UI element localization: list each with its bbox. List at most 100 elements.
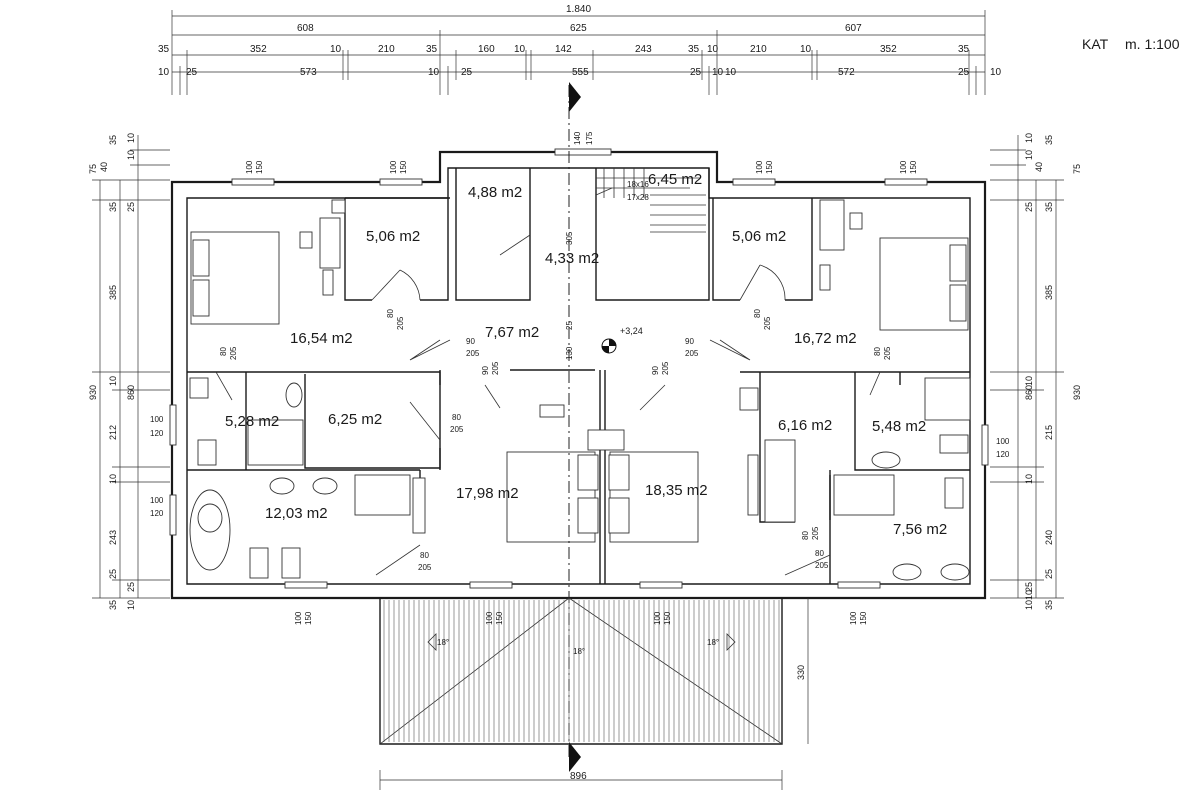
- win-label-h: 150: [909, 160, 918, 174]
- win-label-h: 150: [663, 611, 672, 625]
- dim-r4-4: 25: [461, 67, 473, 78]
- dim-130: 130: [565, 346, 574, 360]
- bath-win-h: 120: [996, 450, 1010, 459]
- dim-r4-2: 573: [300, 67, 317, 78]
- dim-r3-2: 10: [330, 44, 342, 55]
- dim-left-35b: 35: [108, 202, 118, 212]
- room-area-hall-upper: 4,33 m2: [545, 250, 599, 267]
- dim-left-385: 385: [108, 285, 118, 300]
- dim-607: 607: [845, 23, 862, 34]
- drawing-title: KAT: [1082, 36, 1109, 52]
- bath-win-h: 120: [150, 429, 164, 438]
- win-label-w: 100: [485, 611, 494, 625]
- dim-right-25b: 25: [1024, 582, 1034, 592]
- dim-r4-1: 25: [186, 67, 198, 78]
- win-label-w: 100: [755, 160, 764, 174]
- door-label-w: 80: [753, 309, 762, 318]
- dim-r4-6: 25: [690, 67, 702, 78]
- dim-r4-10: 25: [958, 67, 970, 78]
- dim-right-10c: 10: [1024, 376, 1034, 386]
- roof-pitch-center: 18°: [573, 647, 585, 656]
- dim-r3-7: 142: [555, 44, 572, 55]
- win-label-w: 100: [653, 611, 662, 625]
- door90-label: 90: [481, 366, 490, 375]
- dim-r4-8: 10: [725, 67, 737, 78]
- win-label-h: 150: [765, 160, 774, 174]
- dim-left-10e: 10: [126, 150, 136, 160]
- interior-walls: [187, 168, 970, 584]
- room-area-storage: 4,88 m2: [468, 184, 522, 201]
- dim-140: 140: [573, 131, 582, 145]
- stair-note-2: 17x28: [627, 193, 649, 202]
- dim-r4-3: 10: [428, 67, 440, 78]
- door-label-w: 80: [386, 309, 395, 318]
- room-area-room-right: 18,35 m2: [645, 482, 708, 499]
- room-area-dressing-right: 6,16 m2: [778, 417, 832, 434]
- dim-r3-4: 35: [426, 44, 438, 55]
- dim-r4-9: 572: [838, 67, 855, 78]
- door-label-h: 205: [418, 563, 432, 572]
- roof-canopy: [379, 597, 809, 790]
- dim-left-10a: 10: [126, 133, 136, 143]
- dim-left-10b: 10: [108, 376, 118, 386]
- dim-625: 625: [570, 23, 587, 34]
- dim-r4-7: 10: [712, 67, 724, 78]
- dim-right-35a: 35: [1044, 135, 1054, 145]
- dim-right-10e: 10: [1024, 600, 1034, 610]
- door-label-h: 205: [661, 361, 670, 375]
- room-area-bath-small-left: 5,28 m2: [225, 413, 279, 430]
- dim-r3-14: 35: [958, 44, 970, 55]
- dim-roof-330: 330: [796, 665, 806, 680]
- door-label-h: 205: [811, 526, 820, 540]
- bath-win-w: 100: [150, 496, 164, 505]
- room-area-bath-small-right: 5,48 m2: [872, 418, 926, 435]
- room-area-stair: 6,45 m2: [648, 171, 702, 188]
- dim-right-40: 40: [1034, 162, 1044, 172]
- room-labels: 16,54 m2 5,06 m2 4,88 m2 4,33 m2 6,45 m2…: [225, 171, 947, 538]
- dim-r3-0: 35: [158, 44, 170, 55]
- dim-left-243: 243: [108, 530, 118, 545]
- win-label-h: 150: [859, 611, 868, 625]
- door-label-h: 205: [815, 561, 829, 570]
- dim-left-25a: 25: [126, 202, 136, 212]
- dim-right-10d: 10: [1024, 474, 1034, 484]
- dim-right-240: 240: [1044, 530, 1054, 545]
- win-label-w: 100: [899, 160, 908, 174]
- door-label-h: 205: [685, 349, 699, 358]
- right-dimensions: 930 385 860 215 240 75 35 25 10 40 10 35…: [990, 133, 1082, 610]
- door-label-w: 80: [420, 551, 429, 560]
- dim-608: 608: [297, 23, 314, 34]
- dim-r3-3: 210: [378, 44, 395, 55]
- dim-left-75: 75: [88, 164, 98, 174]
- dim-left-10d: 10: [108, 474, 118, 484]
- room-area-closet-right: 5,06 m2: [732, 228, 786, 245]
- doors: [215, 234, 881, 576]
- level-label: +3,24: [620, 326, 643, 336]
- door-label-w: 80: [815, 549, 824, 558]
- dim-right-25a: 25: [1024, 202, 1034, 212]
- dim-right-10a: 10: [1024, 133, 1034, 143]
- dim-r3-12: 10: [800, 44, 812, 55]
- dim-right-860: 860: [1024, 385, 1034, 400]
- door-label-w: 80: [873, 347, 882, 356]
- dim-r3-5: 160: [478, 44, 495, 55]
- door-label-h: 205: [396, 316, 405, 330]
- dim-left-10c: 10: [126, 600, 136, 610]
- room-area-dressing-left: 6,25 m2: [328, 411, 382, 428]
- windows: [169, 148, 989, 589]
- win-label-h: 150: [255, 160, 264, 174]
- door-label-w: 80: [452, 413, 461, 422]
- dim-right-10b: 10: [1024, 150, 1034, 160]
- section-marker-top-icon: [569, 82, 581, 112]
- door-label-w: 80: [801, 531, 810, 540]
- level-marker-icon: [601, 338, 617, 354]
- furniture: [189, 199, 971, 581]
- dim-left-40: 40: [99, 162, 109, 172]
- drawing-scale: m. 1:100: [1125, 36, 1180, 52]
- door90-label: 90: [651, 366, 660, 375]
- win-label-w: 100: [294, 611, 303, 625]
- dim-r4-11: 10: [990, 67, 1002, 78]
- dim-r3-13: 352: [880, 44, 897, 55]
- dim-175: 175: [585, 131, 594, 145]
